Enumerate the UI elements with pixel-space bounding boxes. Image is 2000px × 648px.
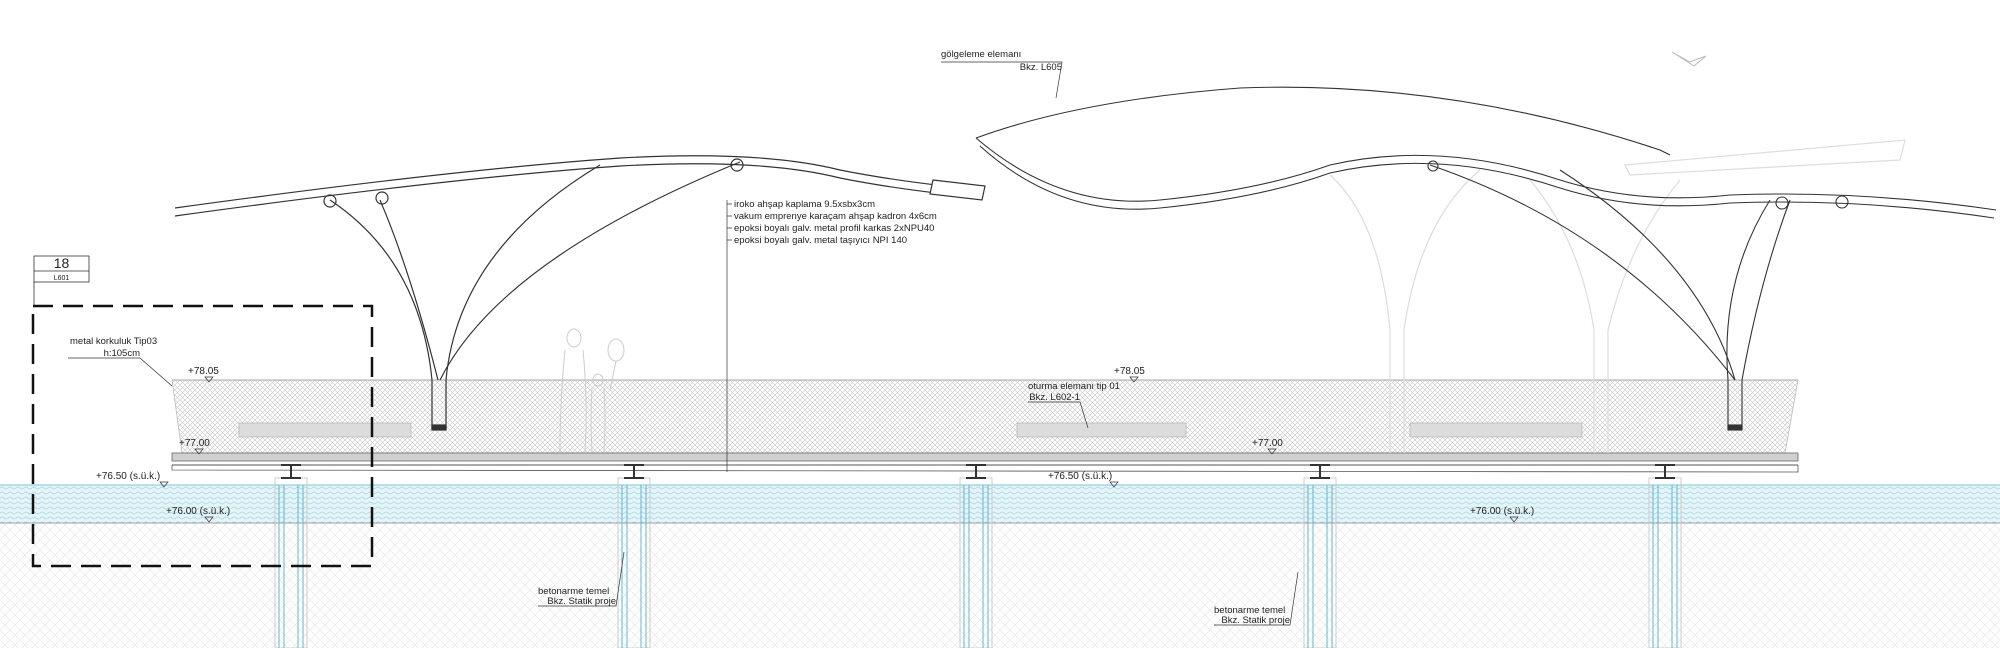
pile [1303, 477, 1337, 648]
seating-ref: Bkz. L602-1 [1029, 392, 1080, 403]
foundation-1-label: betonarme temel [538, 586, 609, 597]
level-water-left: +76.50 (s.ü.k.) [96, 471, 160, 482]
left-canopy [174, 155, 986, 431]
level-deck-right: +77.00 [1252, 438, 1283, 449]
level-water-mid: +76.50 (s.ü.k.) [1048, 471, 1112, 482]
level-bed-left: +76.00 (s.ü.k.) [166, 506, 230, 517]
railing-height: h:105cm [104, 348, 141, 359]
shading-element-label: gölgeleme elemanı [941, 49, 1021, 60]
right-canopy [975, 86, 1997, 431]
people-silhouette [559, 328, 625, 453]
foundation-1-ref: Bkz. Statik proje [547, 596, 616, 607]
level-railing-top-right: +78.05 [1114, 366, 1145, 377]
bench [238, 422, 412, 438]
water-body [0, 485, 2000, 523]
deck-note-1: iroko ahşap kaplama 9.5xsbx3cm [734, 199, 875, 210]
detail-callout-box[interactable] [31, 304, 374, 568]
deck-note-4: epoksi boyalı galv. metal taşıyıcı NPI 1… [734, 235, 907, 246]
level-bed-right: +76.00 (s.ü.k.) [1470, 506, 1534, 517]
deck-note-2: vakum emprenye karaçam ahşap kadron 4x6c… [734, 211, 937, 222]
foundation-2-label: betonarme temel [1214, 605, 1285, 616]
column-left [329, 199, 433, 430]
bird-icon [1671, 51, 1707, 67]
section-tag[interactable]: 18 L601 [33, 255, 90, 306]
level-markers [159, 376, 1519, 523]
section-tag-number: 18 [54, 255, 70, 271]
level-deck-left: +77.00 [179, 438, 210, 449]
railing-label: metal korkuluk Tip03 [70, 336, 157, 347]
shading-element-ref: Bkz. L605 [1020, 62, 1062, 73]
background-canopy [1329, 139, 1906, 453]
section-tag-sheet: L601 [54, 275, 70, 282]
benches [238, 422, 1583, 438]
railing-mesh [171, 379, 1799, 454]
deck [171, 452, 1799, 473]
npi-beams [281, 464, 1675, 479]
leader-lines [68, 61, 1299, 626]
seating-label: oturma elemanı tip 01 [1028, 381, 1120, 392]
column-right [1726, 199, 1771, 430]
bench [1409, 422, 1583, 438]
bench [1016, 422, 1187, 438]
foundation-2-ref: Bkz. Statik proje [1221, 615, 1290, 626]
level-railing-top-left: +78.05 [188, 366, 219, 377]
soil-bed [0, 523, 2000, 648]
deck-note-3: epoksi boyalı galv. metal profil karkas … [734, 223, 934, 234]
